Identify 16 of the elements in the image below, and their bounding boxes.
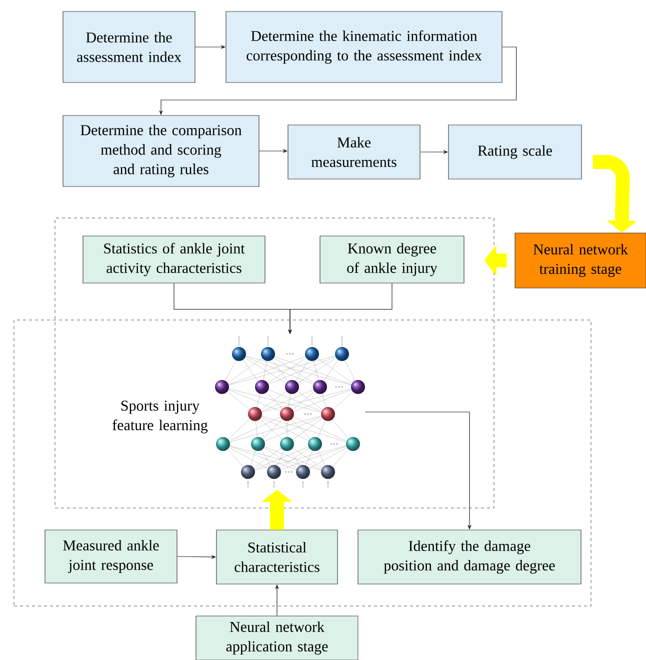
dashed-frame [54,218,494,508]
process-box: Determine the comparison method and scoring and rating rules [62,115,260,187]
caption-text: Sports injury feature learning [112,400,208,434]
process-box: Make measurements [288,124,420,180]
process-box: Statistics of ankle joint activity characteristics [82,236,266,284]
process-box: Determine the assessment index [62,11,196,83]
process-box: Known degree of ankle injury [320,236,464,284]
process-box: Identify the damage position and damage degree [358,530,582,584]
dashed-frame [14,320,592,606]
process-box: Neural network application stage [196,616,358,660]
process-box: Statistical characteristics [216,530,338,584]
process-box: Measured ankle joint response [44,530,178,584]
process-box: Determine the kinematic information corresponding to the assessment index [226,11,502,83]
stage-box: Neural network training stage [514,232,646,288]
process-box: Rating scale [448,124,582,180]
neural-network-drawing [215,336,365,488]
